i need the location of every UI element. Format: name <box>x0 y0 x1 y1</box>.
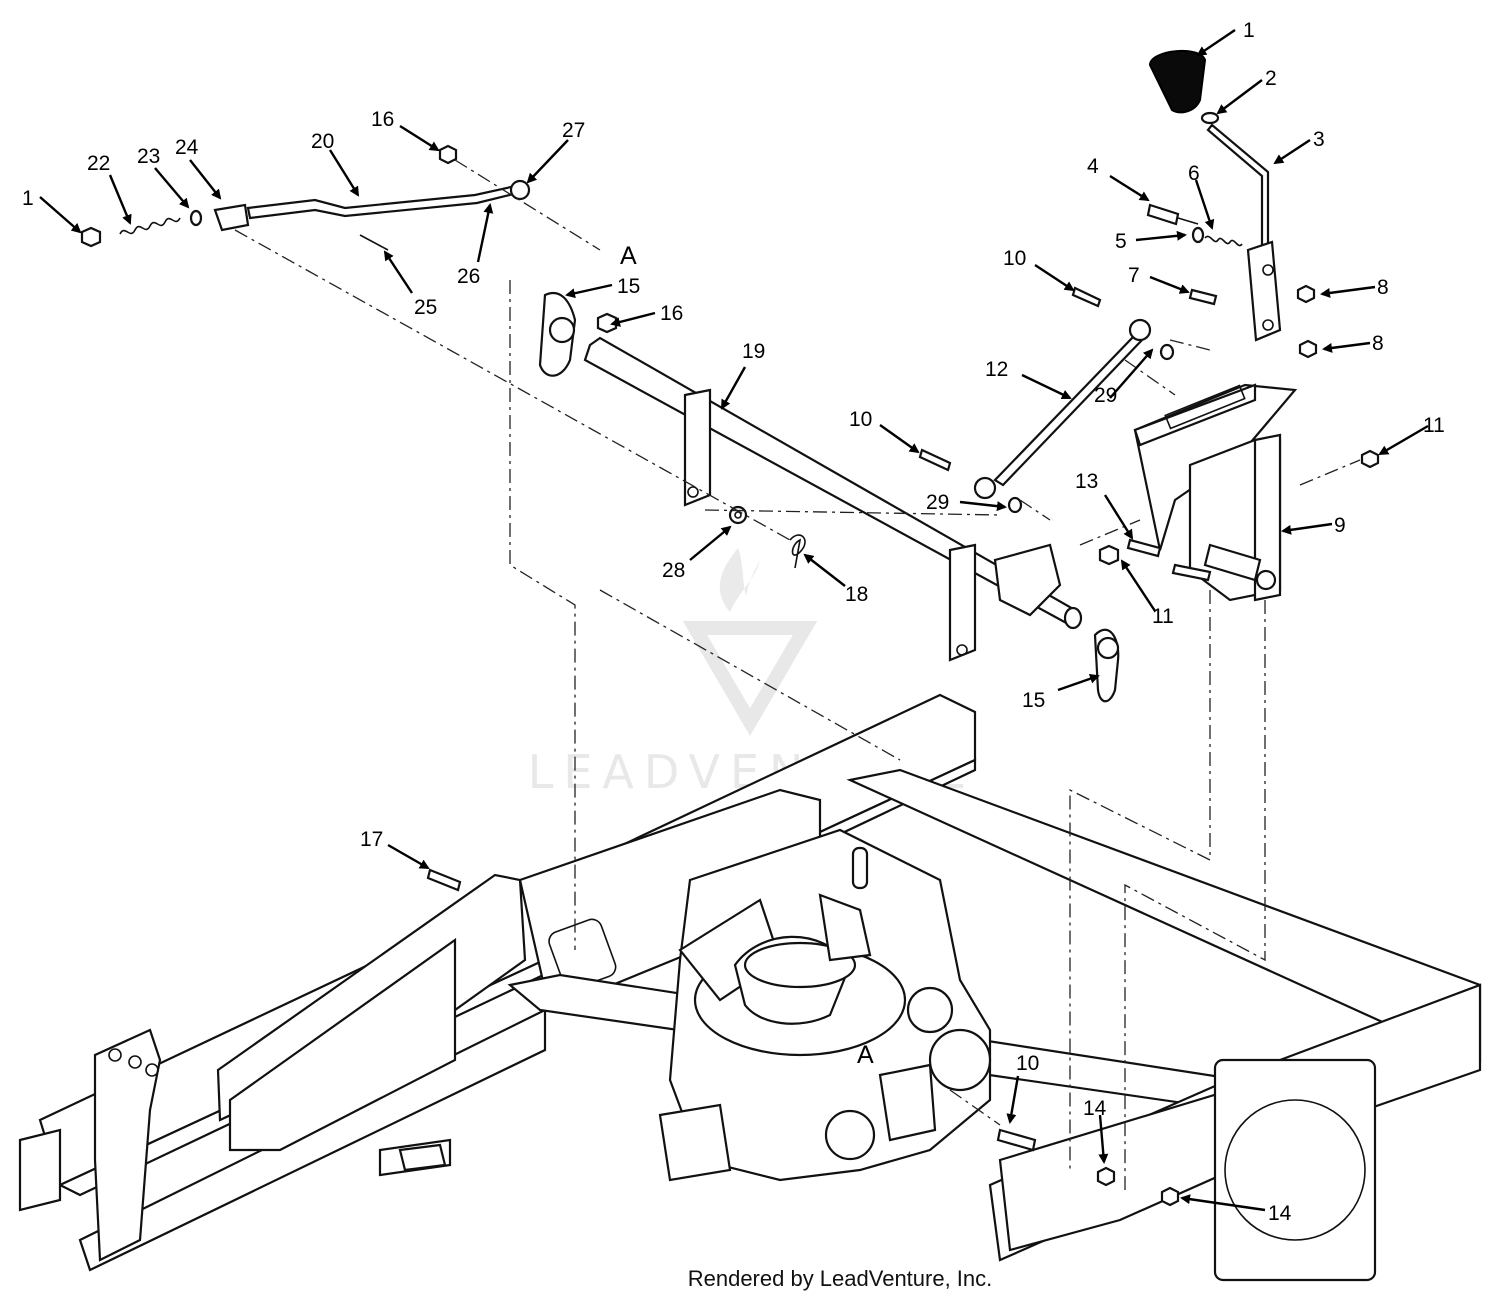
label-10: 10 <box>849 408 872 431</box>
label-11: 11 <box>1152 605 1174 628</box>
shaft-arm-right <box>948 543 977 662</box>
label-24: 24 <box>175 136 199 159</box>
label-8: 8 <box>1372 332 1384 355</box>
label-29: 29 <box>926 491 949 514</box>
control-lever <box>1148 49 1282 342</box>
label-1: 1 <box>22 187 34 210</box>
transaxle-unit <box>398 828 992 1182</box>
label-4: 4 <box>1087 155 1099 178</box>
label-16: 16 <box>660 302 683 325</box>
label-2: 2 <box>1265 67 1277 90</box>
label-20: 20 <box>311 130 334 153</box>
control-arm <box>878 1063 937 1142</box>
label-1: 1 <box>1243 19 1255 42</box>
label-27: 27 <box>562 119 585 142</box>
callout-a-lower: A <box>857 1041 874 1069</box>
label-3: 3 <box>1313 128 1325 151</box>
label-12: 12 <box>985 358 1008 381</box>
label-10: 10 <box>1003 247 1026 270</box>
rod-nut <box>80 226 102 248</box>
part-labels: 1 1 2 3 4 5 6 7 8 8 9 10 10 10 11 11 12 … <box>22 19 1445 1225</box>
alignment-lines <box>234 159 1361 1190</box>
label-14: 14 <box>1268 1202 1292 1225</box>
label-28: 28 <box>662 559 685 582</box>
footer-credit: Rendered by LeadVenture, Inc. <box>0 1266 1500 1292</box>
label-13: 13 <box>1075 470 1098 493</box>
label-29: 29 <box>1094 384 1117 407</box>
label-19: 19 <box>742 340 765 363</box>
label-17: 17 <box>360 828 383 851</box>
label-9: 9 <box>1334 514 1346 537</box>
cross-shaft <box>583 336 1083 662</box>
drag-link <box>918 286 1175 514</box>
flange-bearing <box>538 292 1120 703</box>
knob-nut <box>1200 111 1220 125</box>
label-7: 7 <box>1128 264 1140 287</box>
label-14: 14 <box>1083 1097 1107 1120</box>
footer-text: Rendered by LeadVenture, Inc. <box>687 1266 993 1291</box>
rear-bracket <box>93 1028 162 1262</box>
nut <box>1296 284 1316 304</box>
label-11: 11 <box>1423 414 1445 437</box>
label-26: 26 <box>457 265 480 288</box>
label-10: 10 <box>1016 1052 1039 1075</box>
leader-arrows <box>39 29 1429 1212</box>
lever-knob <box>1148 49 1207 114</box>
callout-a-upper: A <box>620 242 637 270</box>
shaft-arm-left <box>683 388 712 507</box>
control-rod <box>246 183 524 220</box>
label-15: 15 <box>1022 689 1045 712</box>
label-22: 22 <box>87 152 110 175</box>
control-rod-assembly <box>80 179 531 251</box>
rod-spring <box>119 217 181 235</box>
label-8: 8 <box>1377 276 1389 299</box>
label-5: 5 <box>1115 230 1127 253</box>
label-6: 6 <box>1188 162 1200 185</box>
fan-housing <box>1213 1058 1377 1282</box>
label-18: 18 <box>845 583 868 606</box>
chassis-frame <box>18 693 1482 1282</box>
small-hardware <box>426 144 1180 1207</box>
lever-rod <box>1206 123 1270 252</box>
link-rod <box>993 333 1144 487</box>
label-23: 23 <box>137 145 160 168</box>
label-16: 16 <box>371 108 394 131</box>
label-15: 15 <box>617 275 640 298</box>
lever-plate <box>1246 240 1282 342</box>
lever-hardware <box>1146 203 1380 469</box>
shift-bracket <box>1126 383 1298 602</box>
label-25: 25 <box>414 296 437 319</box>
